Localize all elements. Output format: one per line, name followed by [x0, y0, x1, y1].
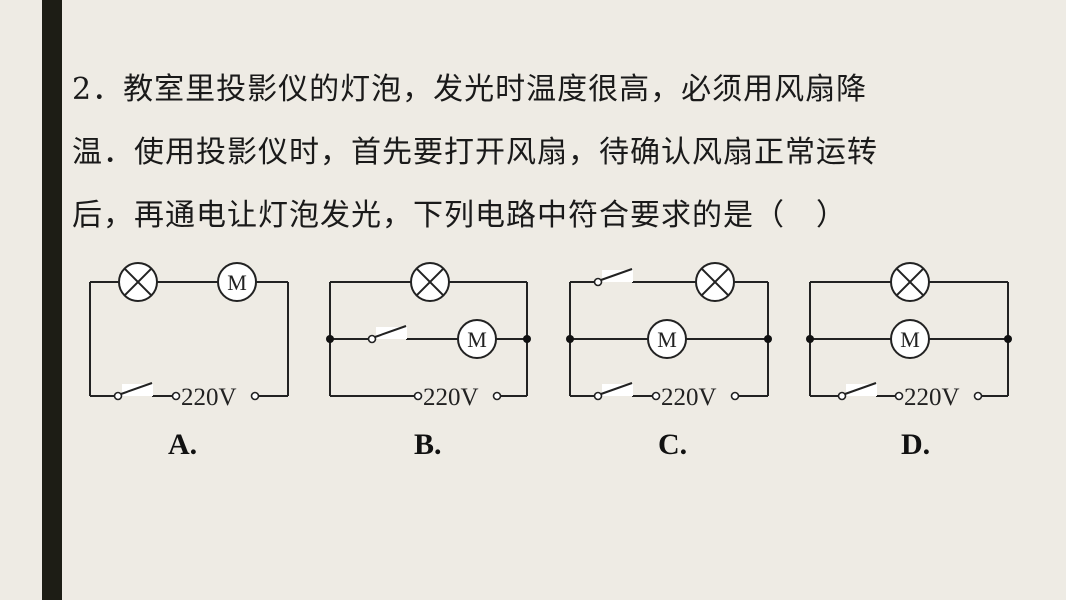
motor-label: M — [657, 327, 677, 352]
terminal — [894, 391, 904, 401]
motor-icon — [457, 319, 497, 359]
circuit-c: M 220V — [566, 262, 772, 411]
switch-gap — [602, 384, 633, 396]
motor-icon — [217, 262, 257, 302]
switch-terminal — [593, 391, 603, 401]
switch-blade — [844, 382, 877, 395]
terminal — [250, 391, 260, 401]
voltage-label: 220V — [661, 384, 717, 411]
switch-gap — [122, 384, 153, 396]
switch-blade — [600, 382, 633, 395]
circuit-b: M 220V — [326, 262, 531, 411]
switch-blade — [374, 325, 407, 338]
circuit-d: M 220V — [806, 262, 1012, 411]
junction-dot — [523, 335, 531, 343]
lamp-cross — [700, 267, 730, 297]
terminal — [492, 391, 502, 401]
junction-dot — [566, 335, 574, 343]
switch-terminal — [367, 334, 377, 344]
option-d-label[interactable]: D. — [901, 428, 931, 461]
switch-terminal — [593, 277, 603, 287]
option-a-label[interactable]: A. — [168, 428, 198, 461]
switch-gap — [602, 270, 633, 282]
terminal — [171, 391, 181, 401]
terminal — [730, 391, 740, 401]
switch-terminal — [113, 391, 123, 401]
motor-icon — [890, 319, 930, 359]
switch-gap — [376, 327, 407, 339]
voltage-label: 220V — [181, 384, 237, 411]
switch-blade — [600, 268, 633, 281]
option-b-label[interactable]: B. — [414, 428, 442, 461]
switch-gap — [846, 384, 877, 396]
motor-label: M — [227, 270, 247, 295]
slide-accent-bar — [42, 0, 62, 600]
junction-dot — [326, 335, 334, 343]
terminal — [413, 391, 423, 401]
terminal — [973, 391, 983, 401]
terminal — [651, 391, 661, 401]
junction-dot — [764, 335, 772, 343]
lamp-cross — [415, 267, 445, 297]
junction-dot — [1004, 335, 1012, 343]
switch-blade — [120, 382, 153, 395]
circuit-a: M 220V — [89, 262, 289, 411]
lamp-cross — [895, 267, 925, 297]
question-line-3: 后，再通电让灯泡发光，下列电路中符合要求的是（ ） — [72, 198, 847, 233]
voltage-label: 220V — [904, 384, 960, 411]
question-line-1: 2．教室里投影仪的灯泡，发光时温度很高，必须用风扇降 — [72, 72, 868, 107]
option-c-label[interactable]: C. — [658, 428, 688, 461]
motor-label: M — [900, 327, 920, 352]
lamp-cross — [123, 267, 153, 297]
voltage-label: 220V — [423, 384, 479, 411]
switch-terminal — [837, 391, 847, 401]
motor-label: M — [467, 327, 487, 352]
question-line-2: 温．使用投影仪时，首先要打开风扇，待确认风扇正常运转 — [72, 135, 878, 170]
motor-icon — [647, 319, 687, 359]
junction-dot — [806, 335, 814, 343]
